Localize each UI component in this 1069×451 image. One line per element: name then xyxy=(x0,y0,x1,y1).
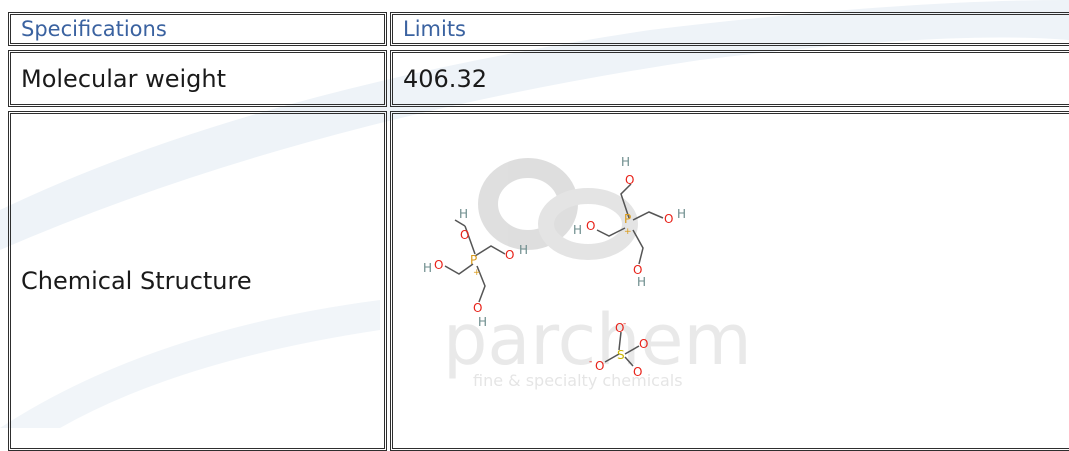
atom-o: O xyxy=(625,173,634,187)
atom-o: O xyxy=(664,212,673,226)
bonds xyxy=(444,183,664,367)
header-specifications-label: Specifications xyxy=(21,17,167,41)
charge-minus: - xyxy=(623,319,626,329)
atom-p: P xyxy=(624,212,631,226)
watermark-tagline: fine & specialty chemicals xyxy=(473,371,683,390)
charge-minus: - xyxy=(589,357,592,367)
header-limits-label: Limits xyxy=(403,17,466,41)
atom-h: H xyxy=(519,243,528,257)
atom-o: O xyxy=(473,301,482,315)
watermark-brand: parchem xyxy=(443,299,752,381)
atom-h: H xyxy=(573,223,582,237)
atom-o: O xyxy=(633,365,642,379)
atom-h: H xyxy=(478,315,487,329)
atom-p: P xyxy=(470,253,477,267)
molecular-weight-label: Molecular weight xyxy=(21,64,227,93)
chemical-structure-label: Chemical Structure xyxy=(21,267,252,295)
chemical-structure-image-cell: parchem fine & specialty chemicals H O xyxy=(390,111,1069,451)
parchem-logo-watermark: parchem fine & specialty chemicals xyxy=(443,158,752,390)
atom-h: H xyxy=(423,261,432,275)
row-chemical-structure-label: Chemical Structure xyxy=(8,111,387,451)
atom-o: O xyxy=(434,258,443,272)
atom-h: H xyxy=(637,275,646,289)
sulfate-anion: O - S O O - O xyxy=(589,319,648,379)
atom-o: O xyxy=(615,321,624,335)
atom-s: S xyxy=(617,348,625,362)
left-cation: H O P + O H H O O H xyxy=(423,207,528,329)
atom-o: O xyxy=(595,359,604,373)
row-molecular-weight-label: Molecular weight xyxy=(8,50,387,107)
row-molecular-weight-value: 406.32 xyxy=(390,50,1069,107)
header-limits: Limits xyxy=(390,12,1069,46)
header-specifications: Specifications xyxy=(8,12,387,46)
atom-o: O xyxy=(639,337,648,351)
atom-o: O xyxy=(460,228,469,242)
atom-o: O xyxy=(586,219,595,233)
chemical-structure-diagram: parchem fine & specialty chemicals H O xyxy=(423,155,752,390)
atom-o: O xyxy=(633,263,642,277)
charge-plus: + xyxy=(473,268,481,278)
charge-plus: + xyxy=(624,227,632,237)
right-cation: H O P + O H H O O H xyxy=(573,155,686,289)
atom-h: H xyxy=(677,207,686,221)
atom-h: H xyxy=(621,155,630,169)
atom-o: O xyxy=(505,248,514,262)
molecular-weight-value: 406.32 xyxy=(403,64,487,93)
atom-h: H xyxy=(459,207,468,221)
